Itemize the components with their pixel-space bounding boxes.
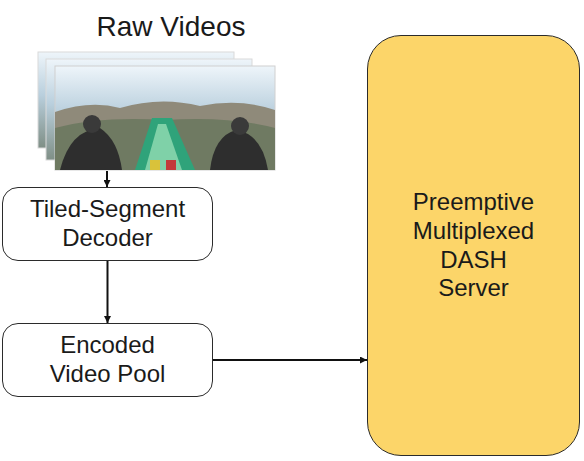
video-frame-stack xyxy=(38,52,275,170)
flow-arrow xyxy=(107,261,109,323)
figure-label: Raw Videos xyxy=(0,10,342,44)
node-text: Preemptive Multiplexed DASH Server xyxy=(409,188,539,303)
node-text: Tiled-Segment Decoder xyxy=(13,195,203,253)
process-box: Tiled-Segment Decoder xyxy=(2,187,213,261)
input-arrow xyxy=(106,171,108,187)
flow-arrow xyxy=(213,359,367,361)
storage-box: Encoded Video Pool xyxy=(2,323,213,397)
video-frame xyxy=(55,66,275,170)
node-text: Encoded Video Pool xyxy=(43,331,173,389)
server-box: Preemptive Multiplexed DASH Server xyxy=(367,35,580,456)
